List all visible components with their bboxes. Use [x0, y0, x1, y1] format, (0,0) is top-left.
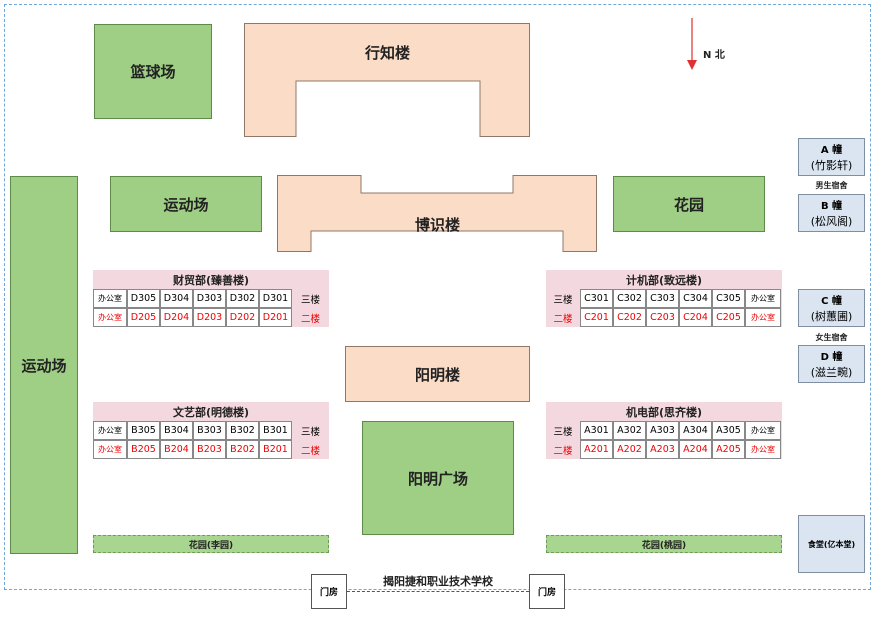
room-cell: C303	[646, 289, 679, 308]
boshi-building-shape	[277, 175, 597, 252]
room-cell: B302	[226, 421, 259, 440]
dorm-a: A 幢 (竹影轩)	[798, 138, 865, 176]
room-cell: A202	[613, 440, 646, 459]
floor-label: 三楼	[553, 426, 573, 438]
canteen: 食堂(亿本堂)	[798, 515, 865, 573]
sports-field-top: 运动场	[110, 176, 262, 232]
room-cell: A305	[712, 421, 745, 440]
office-cell: 办公室	[745, 421, 781, 440]
room-cell: A302	[613, 421, 646, 440]
xingzhi-building-label: 行知楼	[364, 43, 410, 62]
room-cell: B202	[226, 440, 259, 459]
room-cell: C201	[580, 308, 613, 327]
room-cell: B303	[193, 421, 226, 440]
room-cell: C304	[679, 289, 712, 308]
room-cell: D201	[259, 308, 292, 327]
office-cell: 办公室	[93, 421, 127, 440]
dorm-c: C 幢 (树蕙圃)	[798, 289, 865, 327]
dorm-c-title: C 幢	[821, 295, 842, 307]
floor-label: 二楼	[553, 445, 573, 457]
room-cell: D305	[127, 289, 160, 308]
room-cell: A304	[679, 421, 712, 440]
girls-dorm-caption: 女生宿舍	[815, 332, 848, 342]
dept-jiji-title: 计机部(致远楼)	[625, 274, 703, 287]
dorm-d-title: D 幢	[820, 351, 843, 363]
sports-field-left: 运动场	[10, 176, 78, 554]
room-cell: B201	[259, 440, 292, 459]
room-cell: A205	[712, 440, 745, 459]
floor-label: 二楼	[300, 445, 320, 457]
yangming-building: 阳明楼	[345, 346, 530, 402]
compass-label: N 北	[703, 50, 725, 61]
room-cell: D202	[226, 308, 259, 327]
room-cell: A303	[646, 421, 679, 440]
boys-dorm-caption: 男生宿舍	[815, 180, 848, 190]
gate-line	[347, 591, 529, 592]
office-cell: 办公室	[93, 308, 127, 327]
room-cell: A203	[646, 440, 679, 459]
floor-label: 三楼	[300, 294, 320, 306]
office-cell: 办公室	[745, 289, 781, 308]
floor-label: 三楼	[553, 294, 573, 306]
guard-house-right: 门房	[529, 574, 565, 609]
garden-li: 花园(李园)	[93, 535, 329, 553]
room-cell: D302	[226, 289, 259, 308]
garden-tao: 花园(桃园)	[546, 535, 782, 553]
room-cell: A204	[679, 440, 712, 459]
room-cell: D203	[193, 308, 226, 327]
room-cell: A201	[580, 440, 613, 459]
dorm-d-name: (滋兰畹)	[810, 366, 853, 379]
room-cell: D303	[193, 289, 226, 308]
dorm-a-name: (竹影轩)	[810, 159, 853, 172]
office-cell: 办公室	[93, 289, 127, 308]
yangming-square: 阳明广场	[362, 421, 514, 535]
dorm-d: D 幢 (滋兰畹)	[798, 345, 865, 383]
dept-wenyi-title: 文艺部(明德楼)	[172, 406, 250, 419]
office-cell: 办公室	[745, 440, 781, 459]
boshi-building-label: 博识楼	[414, 215, 460, 234]
room-cell: B205	[127, 440, 160, 459]
garden-top: 花园	[613, 176, 765, 232]
room-cell: C204	[679, 308, 712, 327]
room-cell: D204	[160, 308, 193, 327]
basketball-court: 篮球场	[94, 24, 212, 119]
room-cell: A301	[580, 421, 613, 440]
room-cell: C202	[613, 308, 646, 327]
room-cell: C305	[712, 289, 745, 308]
room-cell: B301	[259, 421, 292, 440]
xingzhi-building-shape	[244, 23, 530, 137]
guard-house-left: 门房	[311, 574, 347, 609]
room-cell: D304	[160, 289, 193, 308]
room-cell: C302	[613, 289, 646, 308]
dorm-c-name: (树蕙圃)	[810, 310, 853, 323]
room-cell: D205	[127, 308, 160, 327]
floor-label: 二楼	[300, 313, 320, 325]
dorm-a-title: A 幢	[820, 144, 843, 156]
north-arrow-icon	[687, 18, 697, 70]
school-name: 揭阳捷和职业技术学校	[383, 575, 493, 588]
room-cell: D301	[259, 289, 292, 308]
dorm-b-name: (松风阁)	[810, 215, 853, 228]
office-cell: 办公室	[745, 308, 781, 327]
floor-label: 三楼	[300, 426, 320, 438]
dorm-b: B 幢 (松风阁)	[798, 194, 865, 232]
room-cell: B305	[127, 421, 160, 440]
room-cell: C301	[580, 289, 613, 308]
room-cell: C205	[712, 308, 745, 327]
room-cell: B304	[160, 421, 193, 440]
campus-boundary	[4, 4, 871, 590]
room-cell: B203	[193, 440, 226, 459]
room-cell: C203	[646, 308, 679, 327]
dept-jidian-title: 机电部(思齐楼)	[625, 406, 703, 419]
dorm-b-title: B 幢	[820, 200, 843, 212]
room-cell: B204	[160, 440, 193, 459]
floor-label: 二楼	[553, 313, 573, 325]
dept-caimao-title: 财贸部(臻善楼)	[172, 274, 250, 287]
office-cell: 办公室	[93, 440, 127, 459]
